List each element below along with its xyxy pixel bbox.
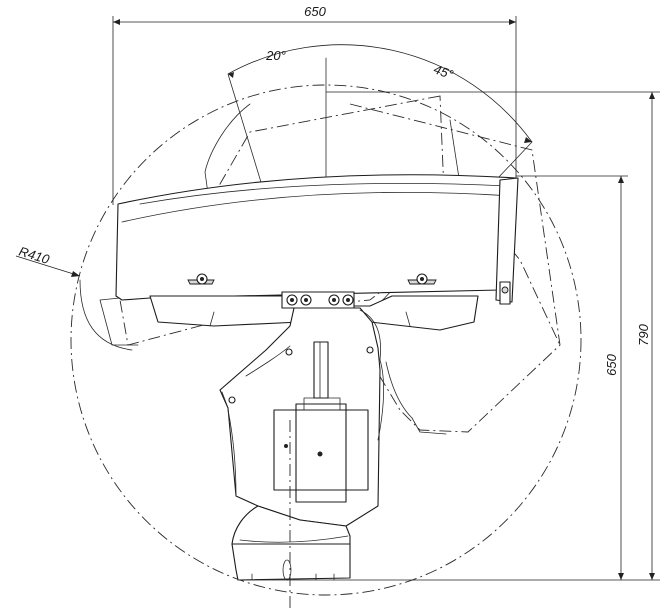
housing-knob-right: [407, 273, 437, 285]
rear-connector: [499, 281, 511, 305]
dimension-radius-label: R410: [17, 244, 52, 268]
dimension-radius: R410: [15, 244, 81, 277]
dimension-inner-height-label: 650: [604, 353, 619, 375]
base-cylinder: [231, 543, 351, 581]
base-dome: [231, 505, 351, 545]
housing-front-cap: [495, 177, 519, 303]
pan-base: [231, 505, 351, 581]
rotation-envelope-circle: [70, 84, 582, 596]
dimension-inner-height: 650: [516, 175, 628, 580]
pan-tilt-body: [219, 307, 385, 527]
mount-bolts: [281, 291, 355, 309]
camera-housing: [115, 174, 519, 331]
motor-housing: [273, 409, 369, 491]
dimension-total-height-label: 790: [636, 323, 651, 345]
dimension-top-width: 650: [112, 4, 517, 205]
housing-knob-left: [187, 273, 215, 285]
tilt-down-angle-label: 45°: [432, 61, 456, 82]
dimension-top-width-label: 650: [304, 4, 326, 19]
dimension-total-height: 790: [326, 91, 660, 581]
tilt-up-angle-label: 20°: [265, 48, 286, 63]
